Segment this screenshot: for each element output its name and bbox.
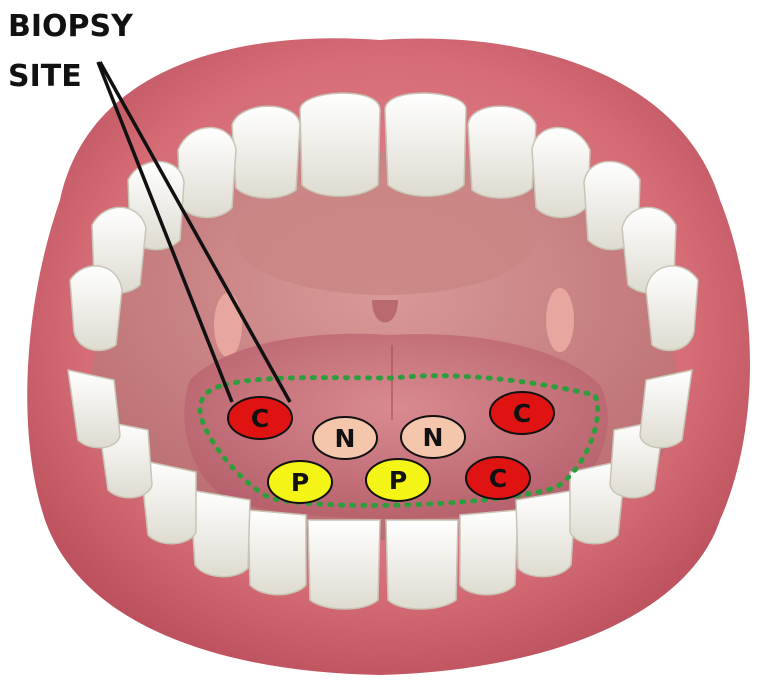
- marker-label: C: [251, 404, 269, 433]
- marker-normal-n1: N: [313, 417, 377, 459]
- marker-cancer-c2: C: [490, 392, 554, 434]
- marker-cancer-c3: C: [466, 457, 530, 499]
- tonsil-left: [214, 293, 242, 357]
- marker-label: C: [513, 399, 531, 428]
- marker-cancer-c1: C: [228, 397, 292, 439]
- marker-normal-n2: N: [401, 416, 465, 458]
- marker-label: N: [335, 424, 356, 453]
- marker-label: C: [489, 464, 507, 493]
- marker-label: P: [389, 466, 407, 495]
- tonsil-right: [546, 288, 574, 352]
- marker-label: N: [423, 423, 444, 452]
- marker-label: P: [291, 468, 309, 497]
- marker-premalignant-p1: P: [268, 461, 332, 503]
- marker-premalignant-p2: P: [366, 459, 430, 501]
- soft-palate: [235, 185, 535, 295]
